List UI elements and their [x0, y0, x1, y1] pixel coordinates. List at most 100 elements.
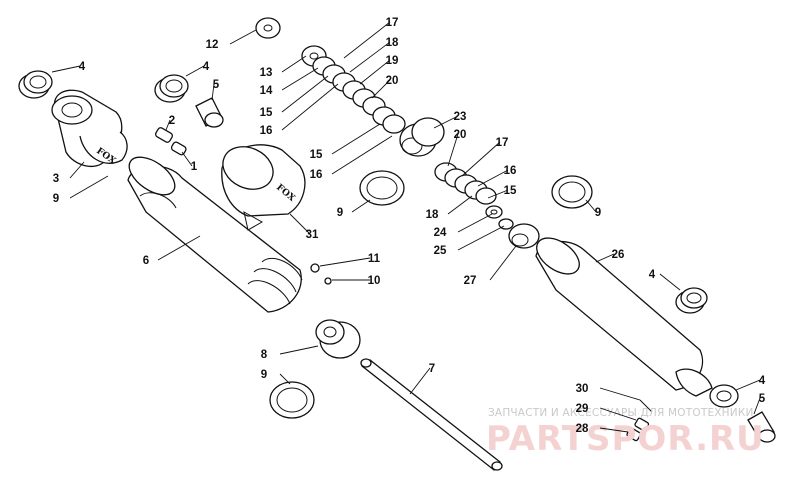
callout-leader-c4d — [735, 379, 761, 391]
callout-leader-c5a — [211, 83, 215, 101]
part-31-reservoir-cap: FOX — [221, 144, 306, 231]
part-6-body-tube — [127, 156, 303, 313]
callout-leader-c16a — [281, 83, 339, 131]
callout-leader-c29 — [599, 407, 637, 421]
callout-leader-c17a — [343, 21, 391, 59]
part-3-eyelet-cap: FOX — [51, 89, 128, 168]
callout-label-c25: 25 — [434, 245, 447, 257]
callout-leader-c18b — [447, 195, 473, 215]
callout-label-c27: 27 — [464, 275, 477, 287]
part-27-cap — [508, 223, 540, 249]
callout-leader-c25 — [457, 225, 505, 251]
callout-label-c6: 6 — [143, 255, 149, 267]
callout-label-c4b: 4 — [203, 61, 210, 73]
upper-shim-stack — [301, 45, 406, 134]
lower-shim-stack — [434, 162, 514, 230]
callout-leader-c20b — [447, 133, 459, 167]
callout-label-c7: 7 — [429, 363, 435, 375]
callout-leader-c9b — [351, 199, 371, 213]
part-8-piston — [315, 319, 361, 359]
callout-label-c23: 23 — [454, 111, 467, 123]
callout-leader-c2 — [165, 119, 171, 131]
callout-label-c11: 11 — [368, 253, 381, 265]
callout-leader-c5b — [753, 397, 761, 415]
part-10-ball — [324, 277, 332, 285]
callout-label-c19: 19 — [386, 55, 399, 67]
callout-leader-c9d — [279, 373, 291, 385]
callout-leader-c4c — [659, 273, 681, 291]
callout-label-c17b: 17 — [496, 137, 509, 149]
callout-leader-c31 — [289, 213, 311, 235]
callout-leader-c17b — [461, 141, 501, 177]
callout-leader-c12a — [229, 29, 257, 45]
callout-label-c15a: 15 — [260, 107, 273, 119]
callout-label-c5b: 5 — [759, 393, 766, 405]
callout-label-c29: 29 — [576, 403, 589, 415]
part-9-seal-lower-left — [269, 381, 315, 419]
watermark-caption: ЗАПЧАСТИ И АКСЕССУАРЫ ДЛЯ МОТОТЕХНИКИ — [488, 407, 754, 419]
callout-leader-c7 — [409, 367, 431, 395]
callout-label-c2: 2 — [169, 115, 175, 127]
callout-label-c3: 3 — [53, 173, 59, 185]
part-30-bolt — [639, 399, 653, 413]
callout-leader-c16c — [477, 169, 509, 187]
part-29-fitting — [634, 417, 650, 432]
callout-label-c20b: 20 — [454, 129, 467, 141]
callout-label-c16b: 16 — [310, 169, 323, 181]
part-26-reservoir-tube — [535, 237, 713, 397]
part-4-bushing-right — [675, 287, 708, 314]
part-9-seal-middle — [359, 170, 405, 206]
watermark-logo: PARTSPOR.RU — [486, 419, 765, 459]
callout-label-c15b: 15 — [310, 149, 323, 161]
callout-leader-c9a — [69, 175, 109, 199]
callout-leader-c4b — [185, 65, 205, 77]
callout-label-c15c: 15 — [504, 185, 517, 197]
callout-leader-c15b — [331, 123, 381, 155]
callout-label-c24: 24 — [434, 227, 447, 239]
callout-leader-c3 — [69, 161, 85, 179]
callout-leader-c11 — [319, 257, 371, 267]
part-7-shaft — [360, 358, 503, 471]
callout-label-c9c: 9 — [595, 207, 601, 219]
part-1-valve — [170, 141, 187, 156]
callout-label-c28: 28 — [576, 423, 589, 435]
callout-label-c16a: 16 — [260, 125, 273, 137]
callout-label-c18b: 18 — [426, 209, 439, 221]
callout-leader-c15a — [281, 75, 329, 113]
part-11-pin — [310, 263, 320, 273]
callout-leader-c16b — [331, 135, 393, 175]
callout-label-c1: 1 — [191, 161, 198, 173]
callout-leader-c13 — [281, 55, 307, 73]
callout-label-c17a: 17 — [386, 17, 399, 29]
callout-label-c31: 31 — [306, 229, 319, 241]
callout-label-c4d: 4 — [759, 375, 766, 387]
callout-label-c4a: 4 — [79, 61, 86, 73]
callout-label-c5a: 5 — [213, 79, 220, 91]
part-4-bushing-lower-right — [709, 384, 739, 408]
part-28-valve — [626, 427, 642, 442]
callout-leader-c20a — [371, 79, 391, 99]
callout-label-c20a: 20 — [386, 75, 399, 87]
callout-label-c18a: 18 — [386, 37, 399, 49]
part-5-sleeve-lower — [747, 411, 776, 443]
callout-leader-c23 — [433, 115, 459, 129]
part-4-bushing-upper — [154, 74, 189, 103]
callout-leader-c4a — [51, 65, 81, 73]
callout-label-c30: 30 — [576, 383, 589, 395]
part-5-sleeve-upper — [195, 97, 224, 128]
callout-label-c8: 8 — [261, 349, 268, 361]
callout-leader-c15c — [487, 189, 509, 199]
callout-label-c9d: 9 — [261, 369, 267, 381]
callout-label-c9b: 9 — [337, 207, 343, 219]
callout-label-c14: 14 — [260, 85, 273, 97]
callout-leader-c8 — [279, 345, 319, 355]
callout-label-c12a: 12 — [206, 39, 219, 51]
callout-label-c9a: 9 — [53, 193, 59, 205]
part-2-fitting — [155, 127, 173, 143]
part-9-seal-right — [551, 175, 593, 209]
callout-label-c16c: 16 — [504, 165, 517, 177]
callout-leader-c9c — [585, 199, 597, 213]
callout-leader-c19 — [359, 59, 391, 85]
